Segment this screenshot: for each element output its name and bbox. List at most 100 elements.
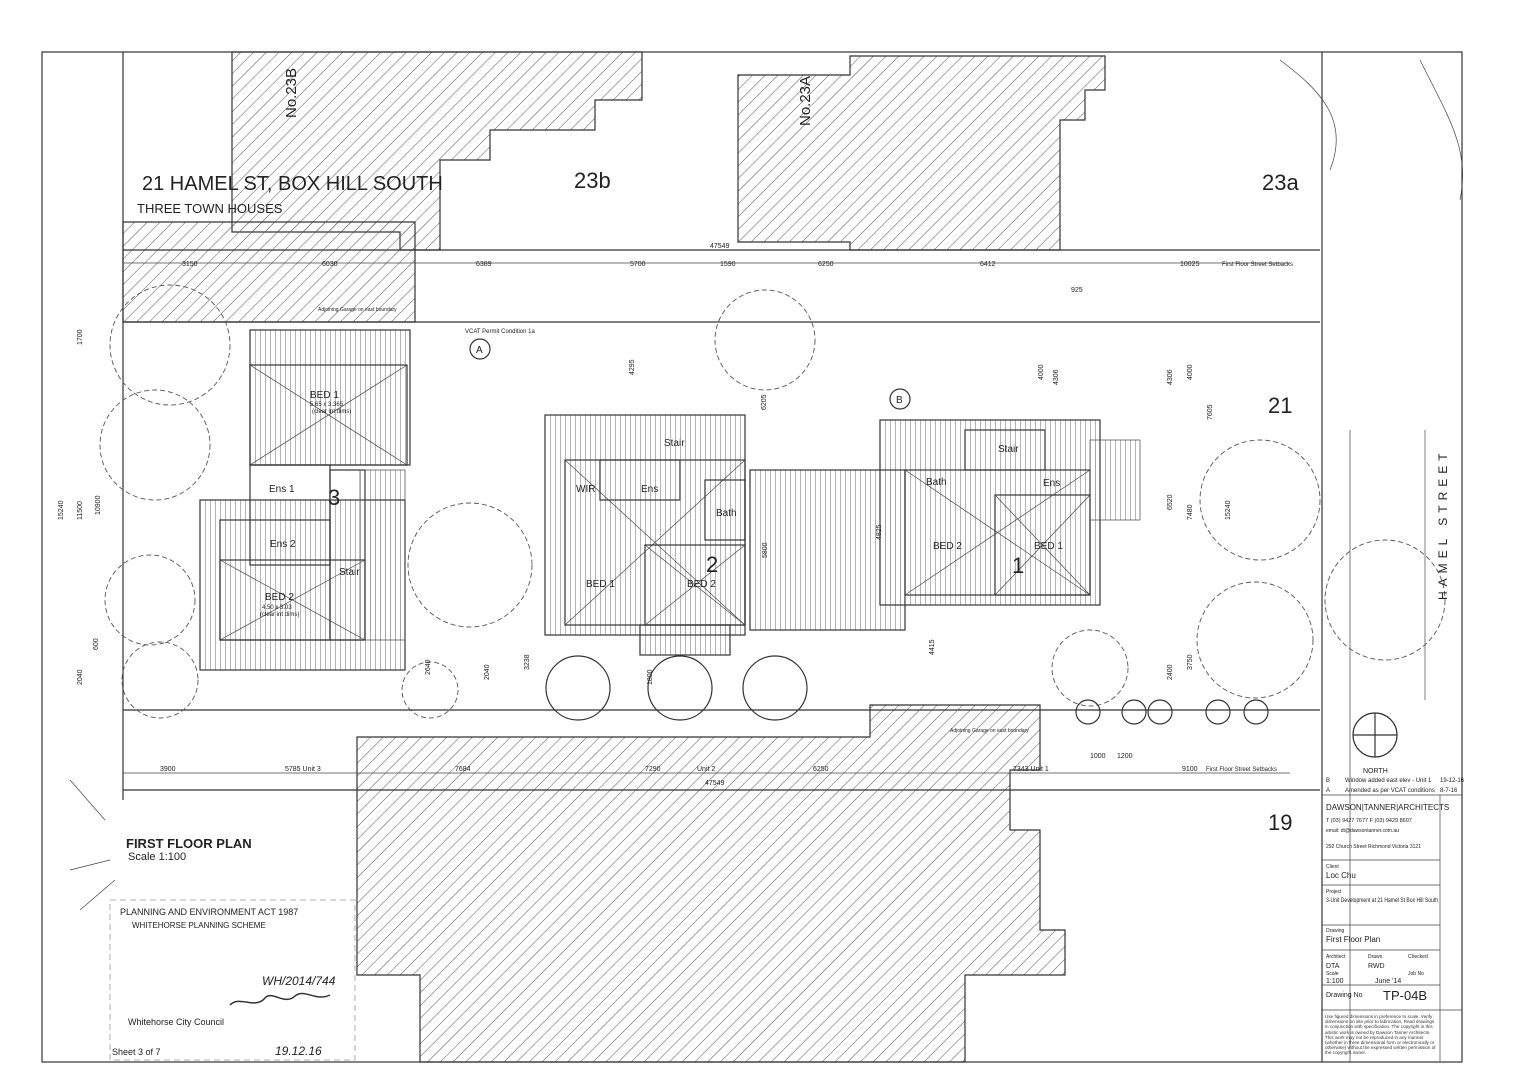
dim-bottom-total: 47549: [705, 780, 725, 787]
plan-name: FIRST FLOOR PLAN: [126, 836, 252, 851]
dim-mid-1800: 1800: [647, 669, 654, 685]
dim-top-1: 3150: [182, 261, 198, 268]
dim-mid-3238: 3238: [524, 654, 531, 670]
drawing-no-label: Drawing No: [1326, 992, 1363, 999]
unit-1-stair: Stair: [998, 444, 1019, 455]
job-label: Job No: [1408, 971, 1424, 977]
dim-mid-6205: 6205: [761, 394, 768, 410]
unit-1-bed-2: BED 2: [933, 541, 962, 552]
lot-21: 21: [1268, 393, 1292, 418]
lot-23b-code: No.23B: [283, 68, 300, 118]
signature-icon: [229, 992, 331, 1006]
unit-3-bed-2-label: BED 2: [265, 592, 294, 603]
revision-a-code: A: [1326, 788, 1330, 794]
stamp-date: 19.12.16: [275, 1044, 322, 1058]
dim-bottom-3: 7684: [455, 766, 471, 773]
dim-mid-4306: 4306: [1053, 369, 1060, 385]
dim-bottom-2: 5785 Unit 3: [285, 766, 321, 773]
dim-mid-5800: 5800: [762, 542, 769, 558]
dim-top-7: 6412: [980, 261, 996, 268]
unit-2-ens: Ens: [641, 484, 658, 495]
unit-2-wir: WIR: [576, 484, 595, 495]
drawing-no: TP-04B: [1383, 988, 1427, 1003]
dim-bottom-note: First Floor Street Setbacks: [1206, 767, 1277, 773]
dim-925: 925: [1071, 287, 1083, 294]
street-name: HAMEL STREET: [1436, 448, 1450, 600]
dim-mid-2040: 2040: [484, 664, 491, 680]
trees: [69, 59, 1463, 911]
project-label: Project: [1326, 889, 1342, 895]
planning-stamp: [109, 899, 356, 1061]
unit-3-ens-2: Ens 2: [270, 539, 296, 550]
unit-2-bed-2: BED 2: [687, 579, 716, 590]
dim-bottom-5: Unit 2: [697, 766, 715, 773]
subtitle: THREE TOWN HOUSES: [137, 201, 283, 216]
dim-1200: 1200: [1117, 753, 1133, 760]
unit-1-bath: Bath: [926, 477, 947, 488]
dim-mid-4295: 4295: [629, 359, 636, 375]
dim-top-total: 47549: [710, 243, 730, 250]
address-title: 21 HAMEL ST, BOX HILL SOUTH: [142, 173, 443, 195]
date-value: June '14: [1375, 978, 1401, 985]
unit-2-stair: Stair: [664, 438, 685, 449]
unit-3-bed-1-label: BED 1: [310, 390, 339, 401]
lot-23b: 23b: [574, 168, 611, 193]
unit-3-stair: Stair: [339, 567, 360, 578]
dim-mid-2640: 2640: [425, 659, 432, 675]
unit-1-bed-1: BED 1: [1034, 541, 1063, 552]
dim-bottom-7: 7343 Unit 1: [1013, 766, 1049, 773]
unit-3-floor-plan: [199, 329, 411, 671]
dim-bottom-4: 7290: [645, 766, 661, 773]
title-block-frame: [1322, 794, 1462, 1062]
dim-bottom-6: 6250: [813, 766, 829, 773]
dim-right-4000: 4000: [1187, 364, 1194, 380]
dim-right-4306: 4306: [1167, 369, 1174, 385]
dim-mid-4825: 4825: [876, 524, 883, 540]
plan-scale: Scale 1:100: [128, 851, 186, 863]
lot-23a-code: No.23A: [797, 76, 814, 126]
revision-a-desc: Amended as per VCAT conditions: [1345, 788, 1435, 794]
neighbour-23a-building: [737, 55, 1106, 251]
dim-right-7480: 7480: [1187, 504, 1194, 520]
dim-top-6: 6250: [818, 261, 834, 268]
dim-right-15240: 15240: [1225, 500, 1232, 520]
dim-top-note: First Floor Street Setbacks: [1222, 262, 1293, 268]
stamp-line-2: WHITEHORSE PLANNING SCHEME: [132, 921, 266, 930]
scale-label: Scale: [1326, 971, 1339, 977]
unit-2-bed-1: BED 1: [586, 579, 615, 590]
dim-top-2: 6030: [322, 261, 338, 268]
architect-label: Architect: [1326, 954, 1346, 960]
architect-value: DTA: [1326, 963, 1340, 970]
drawn-value: RWD: [1368, 963, 1385, 970]
scale-value: 1:100: [1326, 978, 1344, 985]
dim-right-3750: 3750: [1187, 654, 1194, 670]
north-label: NORTH: [1363, 768, 1388, 775]
dim-right-6520: 6520: [1167, 494, 1174, 510]
unit-3-bed-1-size: 5.65 x 3.365: [310, 402, 344, 408]
lot-19: 19: [1268, 810, 1292, 835]
neighbour-19-building: [356, 704, 1066, 1063]
dim-attaching-garage-2: Adjoining Garage on east boundary: [950, 728, 1029, 734]
revision-b-desc: Window added east elev - Unit 1: [1345, 778, 1432, 784]
dim-top-5: 1590: [720, 261, 736, 268]
revision-b-code: B: [1326, 778, 1330, 784]
client-name: Loc Chu: [1326, 871, 1356, 880]
unit-3-bed-1-note: (clear int dims): [312, 409, 351, 415]
dim-mid-4000: 4000: [1038, 364, 1045, 380]
callout-b: B: [896, 395, 903, 406]
dim-attaching-garage-1: Adjoining Garage on east boundary: [318, 307, 397, 313]
dim-mid-4415: 4415: [929, 639, 936, 655]
stamp-line-1: PLANNING AND ENVIRONMENT ACT 1987: [120, 907, 298, 917]
unit-3-bed-2-note: (clear int dims): [260, 612, 299, 618]
vcat-condition-label: VCAT Permit Condition 1a: [465, 329, 535, 335]
unit-1-number: 1: [1012, 553, 1024, 578]
dim-bottom-1: 3900: [160, 766, 176, 773]
dim-top-3: 6389: [476, 261, 492, 268]
firm-email: email: dt@dawsontanner.com.au: [1326, 828, 1399, 834]
unit-2-bath: Bath: [716, 508, 737, 519]
dim-right-2400: 2400: [1167, 664, 1174, 680]
stamp-sheet: Sheet 3 of 7: [112, 1047, 161, 1057]
dim-left-2040: 2040: [77, 669, 84, 685]
stamp-council: Whitehorse City Council: [128, 1017, 224, 1027]
